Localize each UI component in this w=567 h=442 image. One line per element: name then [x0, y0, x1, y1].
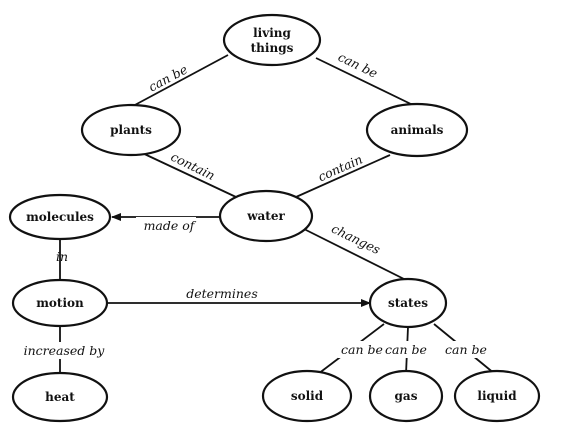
label-motion-heat: increased by: [24, 343, 106, 358]
nodes: living things plants animals water molec…: [8, 13, 541, 423]
node-molecules: molecules: [8, 193, 112, 241]
node-water-label: water: [246, 209, 285, 223]
node-plants: plants: [80, 103, 182, 157]
label-motion-states: determines: [186, 286, 258, 301]
label-states-liquid: can be: [445, 342, 487, 357]
node-gas-label: gas: [395, 389, 418, 403]
label-states-gas: can be: [385, 342, 427, 357]
node-water: water: [218, 189, 314, 243]
label-water-states: changes: [329, 221, 383, 257]
node-living-things-line-1: living: [253, 26, 291, 40]
node-heat-label: heat: [45, 390, 75, 404]
node-living-things: living things: [222, 13, 322, 67]
edge-water-states: [301, 227, 413, 284]
node-gas: gas: [368, 369, 444, 423]
node-heat: heat: [11, 371, 109, 423]
label-molecules-motion: in: [56, 249, 68, 264]
label-living-plants: can be: [146, 62, 190, 95]
node-plants-label: plants: [110, 123, 152, 137]
edge-animals-water: [295, 154, 391, 198]
label-water-molecules: made of: [144, 218, 197, 233]
node-motion: motion: [11, 278, 109, 328]
edge-plants-water: [137, 150, 237, 198]
node-motion-label: motion: [36, 296, 84, 310]
label-states-solid: can be: [341, 342, 383, 357]
label-animals-water: contain: [316, 151, 365, 184]
label-plants-water: contain: [169, 149, 218, 183]
node-molecules-label: molecules: [26, 210, 94, 224]
node-animals: animals: [365, 102, 469, 158]
node-living-things-line-2: things: [251, 41, 294, 55]
node-liquid-label: liquid: [477, 389, 517, 403]
edge-living-animals: [315, 57, 416, 107]
node-states-label: states: [388, 296, 428, 310]
node-liquid: liquid: [453, 369, 541, 423]
node-states: states: [368, 277, 448, 329]
edge-living-plants: [132, 54, 229, 107]
node-solid-label: solid: [291, 389, 324, 403]
node-solid: solid: [261, 369, 353, 423]
label-living-animals: can be: [336, 49, 380, 81]
node-animals-label: animals: [391, 123, 444, 137]
